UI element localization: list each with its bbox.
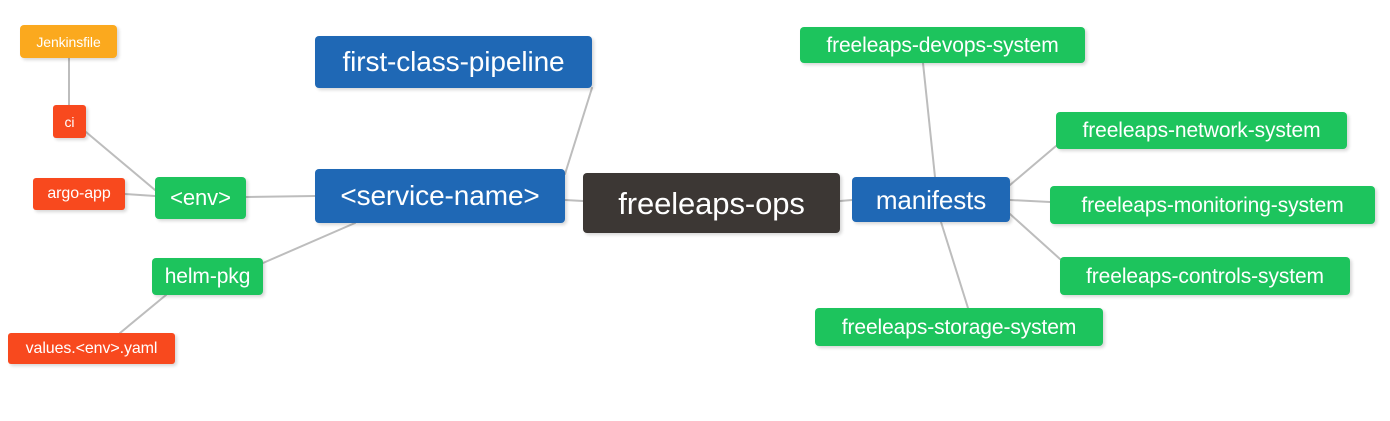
edge-root-manifests xyxy=(839,199,853,202)
edge-firstclass-servicename xyxy=(564,87,593,175)
edge-helmpkg-valuesyaml xyxy=(119,294,167,334)
edge-manifests-devops xyxy=(922,62,936,178)
node-manifests[interactable]: manifests xyxy=(852,177,1010,222)
node-jenkinsfile[interactable]: Jenkinsfile xyxy=(20,25,117,58)
node-freeleaps-controls-system[interactable]: freeleaps-controls-system xyxy=(1060,257,1350,295)
node-freeleaps-devops-system[interactable]: freeleaps-devops-system xyxy=(800,27,1085,63)
node-freeleaps-storage-system[interactable]: freeleaps-storage-system xyxy=(815,308,1103,346)
node-ci[interactable]: ci xyxy=(53,105,86,138)
node-first-class-pipeline[interactable]: first-class-pipeline xyxy=(315,36,592,88)
edge-manifests-network xyxy=(1009,145,1057,186)
edge-servicename-helmpkg xyxy=(262,222,356,264)
edge-servicename-root xyxy=(564,199,584,202)
node-env[interactable]: <env> xyxy=(155,177,246,219)
node-values-env-yaml[interactable]: values.<env>.yaml xyxy=(8,333,175,364)
edge-env-servicename xyxy=(245,195,316,198)
edge-manifests-storage xyxy=(940,221,969,309)
node-freeleaps-ops-root[interactable]: freeleaps-ops xyxy=(583,173,840,233)
node-freeleaps-network-system[interactable]: freeleaps-network-system xyxy=(1056,112,1347,149)
node-service-name[interactable]: <service-name> xyxy=(315,169,565,223)
edge-argoapp-env xyxy=(124,193,156,197)
node-freeleaps-monitoring-system[interactable]: freeleaps-monitoring-system xyxy=(1050,186,1375,224)
edge-manifests-monitoring xyxy=(1009,199,1051,203)
node-helm-pkg[interactable]: helm-pkg xyxy=(152,258,263,295)
node-argo-app[interactable]: argo-app xyxy=(33,178,125,210)
